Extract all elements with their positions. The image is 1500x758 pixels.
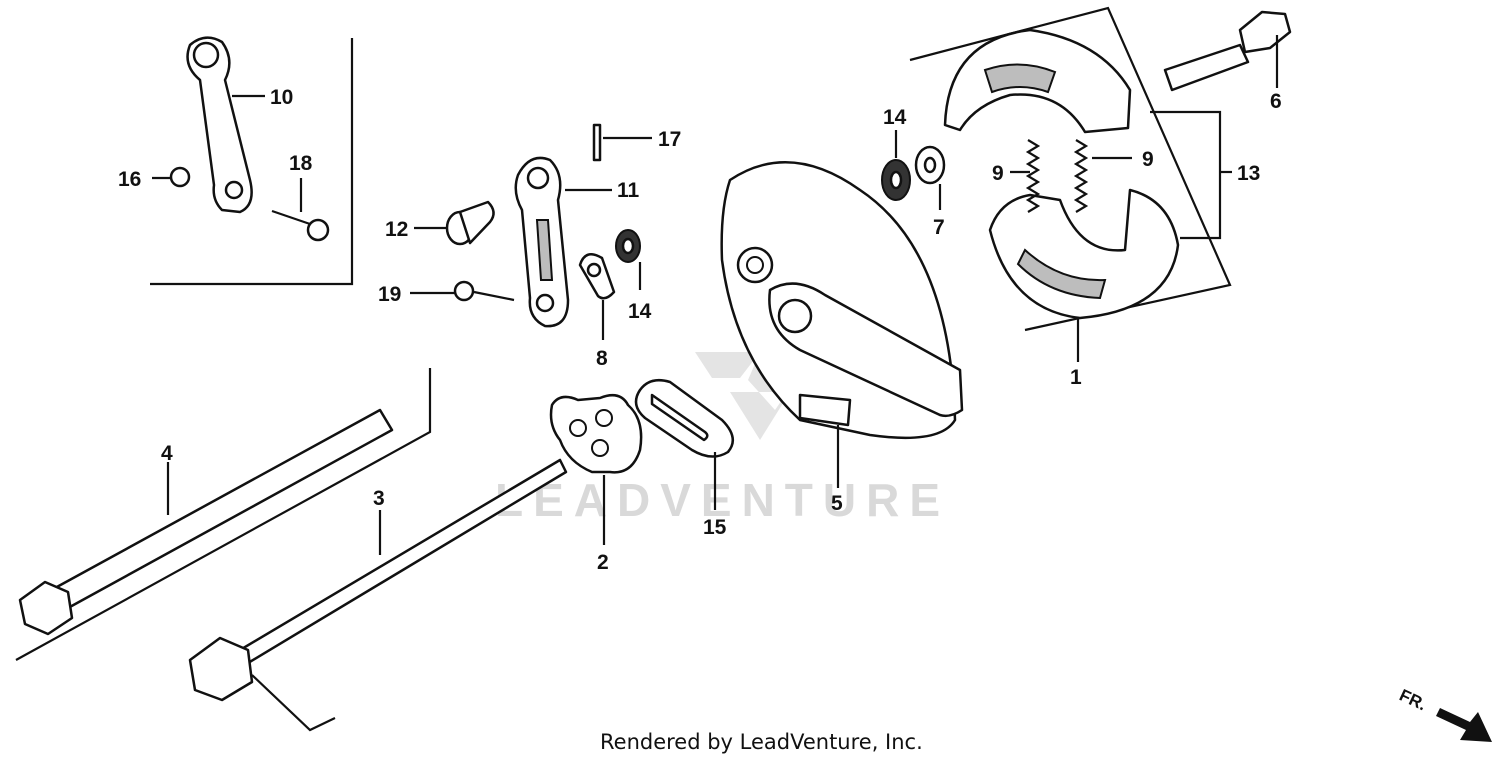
spring-part-right xyxy=(1073,139,1089,213)
callout-4: 4 xyxy=(161,442,173,465)
callout-1: 1 xyxy=(1070,366,1082,389)
nut-part xyxy=(169,166,191,188)
callout-17: 17 xyxy=(658,128,681,151)
brake-cam-part xyxy=(1163,10,1292,92)
callout-5: 5 xyxy=(831,492,843,515)
callout-16: 16 xyxy=(118,168,141,191)
gasket-part xyxy=(634,379,735,458)
callout-17-18: 18 xyxy=(289,152,313,175)
brake-shoe-upper-part xyxy=(943,28,1132,134)
callout-3: 3 xyxy=(373,487,385,510)
spring-part-left xyxy=(1025,139,1041,213)
adjuster-bolt-part xyxy=(188,458,568,732)
axle-part xyxy=(18,408,394,636)
brake-shoe-lower-part xyxy=(988,188,1180,320)
footer-credit: Rendered by LeadVenture, Inc. xyxy=(600,730,923,754)
screw-part xyxy=(453,280,515,302)
callout-13: 13 xyxy=(1237,162,1260,185)
callout-10: 10 xyxy=(270,86,293,109)
callout-19: 19 xyxy=(378,283,401,306)
bolt-part xyxy=(271,209,330,242)
pin-part xyxy=(592,123,602,162)
bearing-part-right xyxy=(881,159,911,201)
callout-9-left: 9 xyxy=(992,162,1004,185)
front-direction-arrow: FR. xyxy=(1396,686,1492,742)
callout-11: 11 xyxy=(617,179,640,202)
leader-lines xyxy=(152,35,1279,555)
brake-panel-part xyxy=(720,160,964,440)
callout-14-right: 14 xyxy=(883,106,907,129)
callout-8: 8 xyxy=(596,347,608,370)
callout-7: 7 xyxy=(933,216,945,239)
callout-9-right: 9 xyxy=(1142,148,1154,171)
collar-part xyxy=(445,200,495,246)
callout-14-left: 14 xyxy=(628,300,652,323)
washer-part xyxy=(914,145,946,185)
group-lines xyxy=(15,6,1232,661)
bearing-part-left xyxy=(615,229,641,263)
washer-plate-part xyxy=(578,253,616,300)
callouts: 1 2 3 4 5 6 7 8 9 9 10 11 12 13 14 14 15… xyxy=(118,86,1282,574)
callout-12: 12 xyxy=(385,218,408,241)
brake-arm-part xyxy=(186,36,253,214)
callout-15: 15 xyxy=(703,516,727,539)
adjuster-plate-part xyxy=(549,393,643,474)
stopper-arm-part xyxy=(514,156,570,328)
callout-2: 2 xyxy=(597,551,609,574)
front-direction-label: FR. xyxy=(1396,686,1429,715)
callout-6: 6 xyxy=(1270,90,1282,113)
watermark-text: LEADVENTURE xyxy=(495,474,950,526)
